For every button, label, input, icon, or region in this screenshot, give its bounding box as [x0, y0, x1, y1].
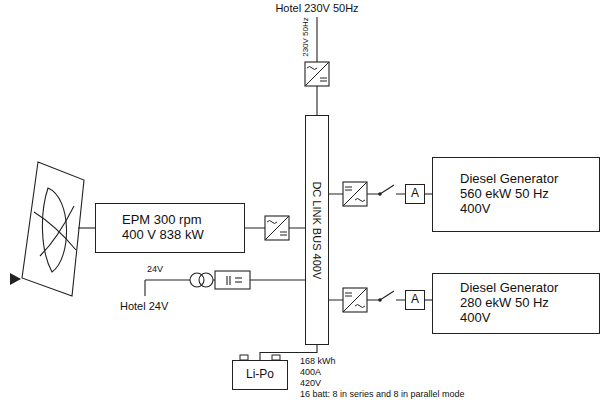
node-label: Diesel Generator 560 ekW 50 Hz 400V [460, 172, 572, 217]
breaker-switch-part [379, 299, 381, 301]
connector-line [425, 299, 432, 300]
propeller-illustration-part [40, 206, 74, 256]
hotel-24-branch-part [235, 277, 242, 278]
generator-box: Diesel Generator 280 ekW 50 Hz 400V [432, 273, 600, 334]
generator-box: Diesel Generator 560 ekW 50 Hz 400V [432, 157, 600, 232]
hotel-230-converter [305, 62, 329, 86]
epm-converter [265, 216, 289, 240]
bus-label: DC LINK BUS 400V [311, 181, 324, 279]
battery-spec: 168 kWh [300, 356, 336, 366]
propeller-illustration [22, 162, 95, 296]
direction-arrow [10, 273, 21, 285]
dc-bus-bar: DC LINK BUS 400V [305, 115, 329, 345]
gen280-converter [343, 288, 367, 312]
node-label: A [411, 293, 419, 307]
propeller-illustration-part [42, 188, 66, 272]
hotel-24-branch-part [235, 281, 242, 282]
hotel-24-branch-part [215, 271, 250, 289]
battery-spec: 16 batt: 8 in series and 8 in parallel m… [300, 389, 465, 399]
alternator-box: A [405, 184, 425, 204]
hotel-24-branch-part [145, 279, 190, 280]
hotel-24-branch [145, 271, 305, 296]
breaker-switch [379, 291, 396, 303]
battery-spec: 400A [300, 367, 321, 377]
motor-box: EPM 300 rpm 400 V 838 kW [95, 203, 245, 253]
breaker-switch-part [380, 291, 394, 300]
propeller-illustration-part [22, 162, 84, 296]
gen560-converter [343, 182, 367, 206]
propeller-illustration-part [78, 227, 95, 228]
battery-box: Li-Po [232, 360, 288, 390]
breaker-switch [379, 185, 396, 197]
node-label: Diesel Generator 280 ekW 50 Hz 400V [460, 281, 572, 326]
alternator-box: A [405, 290, 425, 310]
node-label: Li-Po [246, 368, 274, 382]
hotel-24-branch-part [144, 280, 145, 296]
breaker-switch-part [380, 185, 394, 194]
hotel-24-branch-part [190, 273, 204, 287]
node-label: A [411, 187, 419, 201]
breaker-switch-part [379, 193, 381, 195]
propeller-illustration-part [34, 212, 76, 250]
hotel-24-branch-part [226, 276, 227, 285]
hotel-24-branch-part [229, 276, 230, 285]
voltage-label: 24V [147, 264, 163, 274]
supply-label: Hotel 24V [120, 300, 168, 313]
node-label: EPM 300 rpm 400 V 838 kW [122, 213, 218, 243]
connector-line [425, 193, 432, 194]
supply-label: Hotel 230V 50Hz [275, 2, 358, 15]
voltage-label: 230V 50Hz [301, 17, 310, 57]
hotel-24-branch-part [250, 279, 305, 280]
battery-spec: 420V [300, 378, 321, 388]
hotel-24-branch-part [199, 273, 213, 287]
